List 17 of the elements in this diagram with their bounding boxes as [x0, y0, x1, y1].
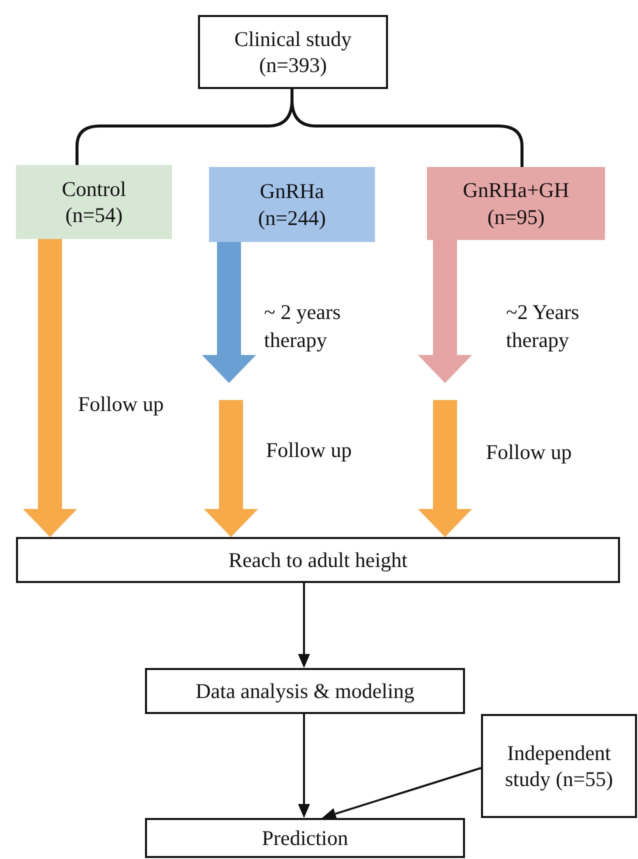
process-box: Data analysis & modeling	[145, 668, 465, 714]
arrow	[298, 714, 310, 818]
process-box: Independent study (n=55)	[481, 714, 637, 818]
arrow	[322, 767, 482, 820]
block-arrow	[204, 400, 258, 537]
block-arrow	[202, 242, 256, 383]
process-box: Reach to adult height	[16, 537, 620, 583]
group-box: Control (n=54)	[16, 165, 172, 239]
block-arrow	[418, 400, 472, 537]
process-box: Clinical study (n=393)	[198, 15, 388, 89]
arrow	[298, 583, 310, 668]
process-box: Prediction	[145, 818, 465, 858]
group-box: GnRHa (n=244)	[209, 167, 375, 242]
bracket-line	[290, 89, 524, 167]
block-arrow	[23, 239, 77, 537]
group-box: GnRHa+GH (n=95)	[427, 167, 605, 240]
block-arrow	[418, 240, 472, 383]
